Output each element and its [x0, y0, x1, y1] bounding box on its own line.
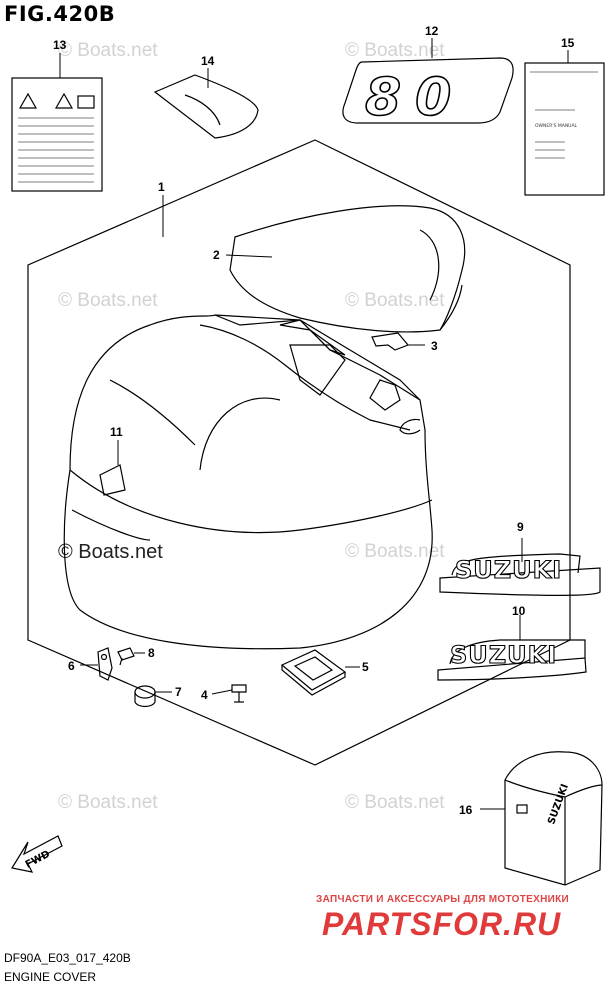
callout-14: 14 [201, 54, 215, 68]
decal-9-brand: SUZUKI [455, 556, 562, 584]
hp-badge-shape [342, 57, 514, 124]
assembly-frame [27, 139, 571, 766]
engine-cover-shape [63, 314, 433, 650]
cover-brand: SUZUKI [546, 783, 571, 826]
bolt-shape [231, 684, 247, 693]
callout-5: 5 [362, 660, 369, 674]
watermark: © Boats.net [345, 541, 445, 562]
callout-8: 8 [148, 646, 155, 660]
callout-11: 11 [110, 425, 123, 439]
shop-brand: PARTSFOR.RU [322, 906, 562, 942]
clip-shape [371, 332, 409, 351]
kit-bag-shape [153, 74, 259, 139]
fwd-arrow-shape [11, 835, 63, 873]
callout-1: 1 [158, 180, 165, 194]
decal-10-brand: SUZUKI [450, 641, 557, 669]
hp-badge-text: 80 [365, 68, 465, 128]
decal-9-shape [439, 567, 601, 596]
watermark: © Boats.net [58, 792, 158, 813]
callout-7: 7 [175, 685, 182, 699]
shop-tagline: ЗАПЧАСТИ И АКСЕССУАРЫ ДЛЯ МОТОТЕХНИКИ [316, 894, 569, 905]
bushing-shape [134, 685, 156, 699]
watermark: © Boats.net [345, 40, 445, 61]
figure-name: ENGINE COVER [4, 970, 97, 984]
watermark-main: © Boats.net [58, 541, 163, 563]
callout-10: 10 [512, 604, 526, 618]
callout-13: 13 [53, 38, 67, 52]
callout-4: 4 [201, 688, 208, 702]
decal-10-shape [437, 657, 587, 681]
bracket-shape [97, 647, 113, 681]
warning-label-shape [11, 77, 103, 192]
watermark: © Boats.net [345, 290, 445, 311]
watermark: © Boats.net [58, 290, 158, 311]
callout-15: 15 [561, 36, 575, 50]
figure-code: DF90A_E03_017_420B [4, 951, 131, 965]
callout-12: 12 [425, 24, 439, 38]
callout-6: 6 [68, 659, 75, 673]
callout-3: 3 [431, 339, 438, 353]
callout-2: 2 [213, 248, 220, 262]
watermark: © Boats.net [345, 792, 445, 813]
manual-title: OWNER'S MANUAL [535, 123, 578, 129]
lid-panel-shape [229, 205, 466, 333]
watermark: © Boats.net [58, 40, 158, 61]
callout-9: 9 [517, 520, 524, 534]
grommet-shape [280, 649, 347, 691]
figure-title: FIG.420B [4, 2, 116, 26]
callout-16: 16 [459, 803, 473, 817]
owners-manual-shape [524, 62, 605, 196]
screw-shape [117, 647, 135, 661]
